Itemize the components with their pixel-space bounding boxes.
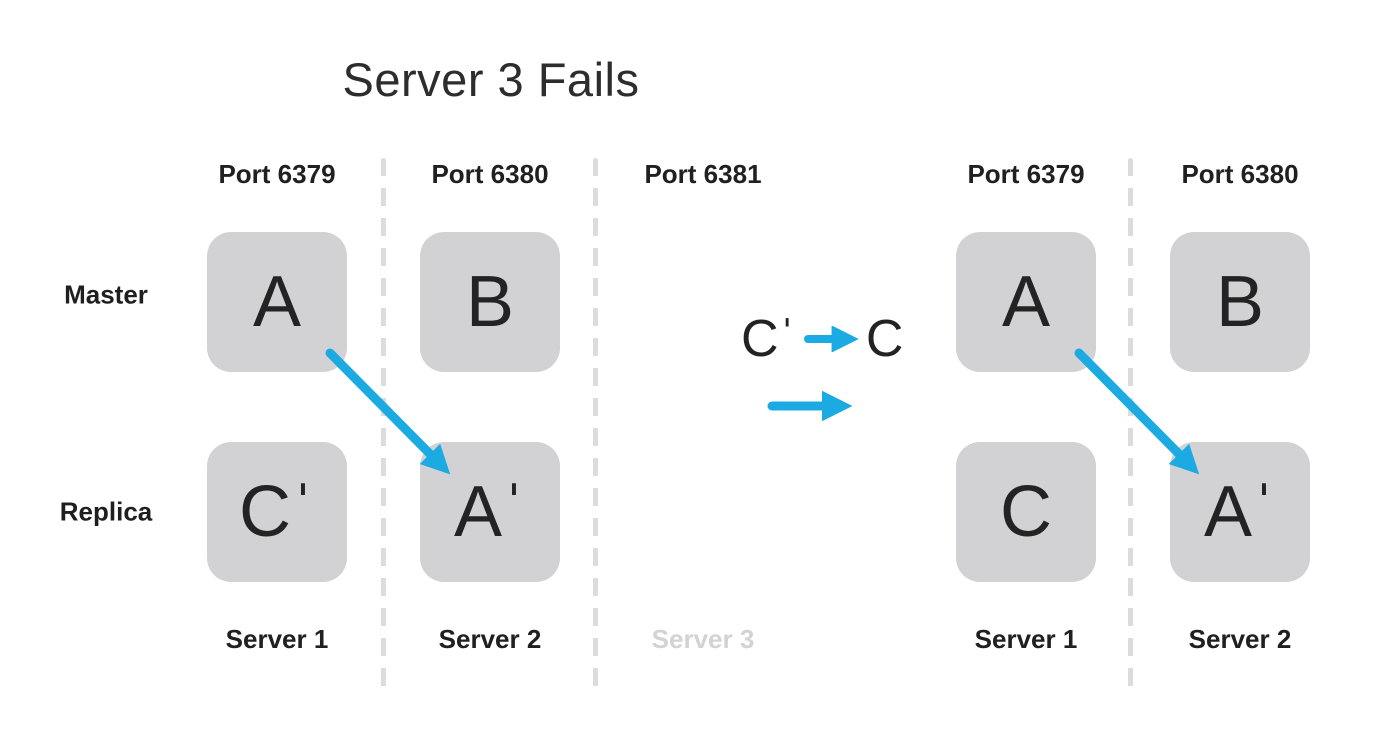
promotion-annotation: Cˈ C <box>741 311 903 367</box>
node-letter: Cˈ <box>239 472 315 552</box>
promotion-arrow-icon <box>803 326 859 352</box>
port-label: Port 6380 <box>1181 159 1299 189</box>
column-separator-left-1 <box>381 158 386 692</box>
column-separator-left-2 <box>593 158 598 692</box>
server-label: Server 1 <box>974 624 1078 654</box>
replication-arrow-right <box>1074 348 1200 475</box>
node-box-master: B <box>420 232 560 372</box>
server-label: Server 1 <box>225 624 329 654</box>
node-box-master: B <box>1170 232 1310 372</box>
node-letter: Aˈ <box>1204 472 1276 552</box>
node-box-master: A <box>207 232 347 372</box>
column-separator-right-1 <box>1128 158 1133 692</box>
node-box-master: A <box>956 232 1096 372</box>
node-box-replica: Cˈ <box>207 442 347 582</box>
promotion-to-label: C <box>865 310 904 368</box>
row-label-replica: Replica <box>59 496 153 527</box>
node-letter: B <box>465 262 515 342</box>
node-letter: B <box>1215 262 1265 342</box>
node-letter: C <box>1000 472 1052 552</box>
node-letter: A <box>1001 262 1051 342</box>
promotion-from-label: Cˈ <box>741 310 796 368</box>
server-label-failed: Server 3 <box>651 624 755 654</box>
port-label: Port 6380 <box>431 159 549 189</box>
node-letter: A <box>252 262 302 342</box>
port-label: Port 6379 <box>967 159 1085 189</box>
node-letter: Aˈ <box>454 472 526 552</box>
server-label: Server 2 <box>1188 624 1292 654</box>
replication-arrow-left <box>325 348 451 475</box>
diagram-title: Server 3 Fails <box>342 53 640 106</box>
node-box-replica: C <box>956 442 1096 582</box>
server-label: Server 2 <box>438 624 542 654</box>
port-label: Port 6379 <box>218 159 336 189</box>
failover-transition-arrow <box>767 390 853 422</box>
port-label: Port 6381 <box>644 159 762 189</box>
row-label-master: Master <box>64 279 148 310</box>
